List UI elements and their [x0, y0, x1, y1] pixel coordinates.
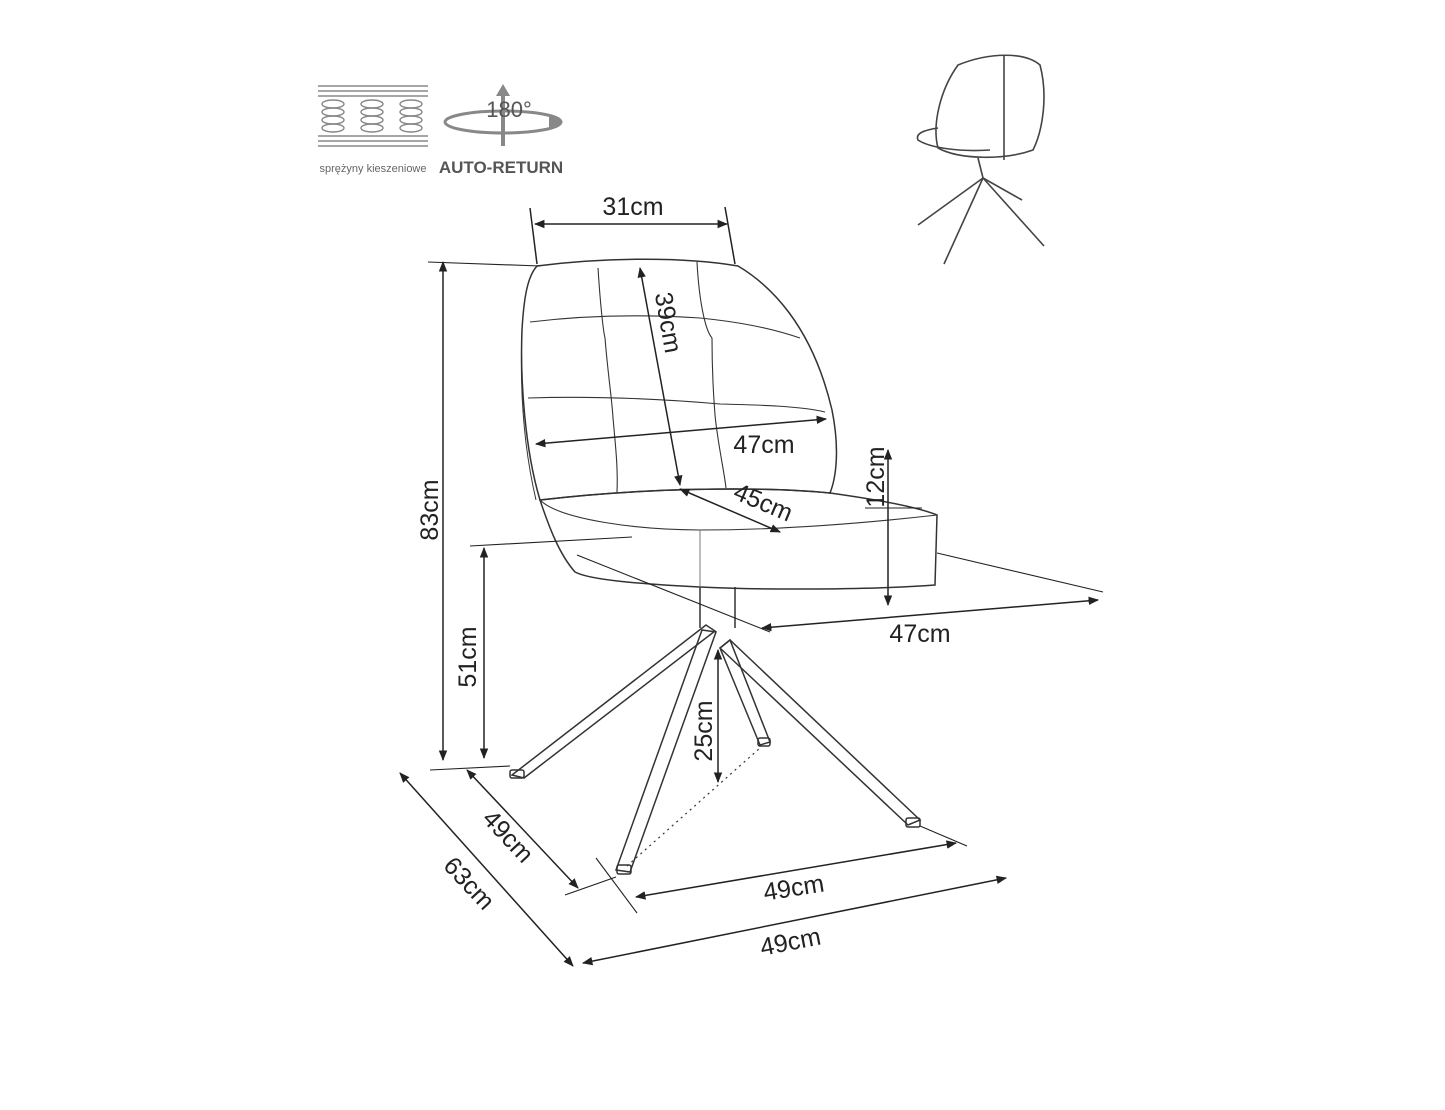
springs-caption: sprężyny kieszeniowe	[320, 163, 427, 175]
seat-width-label: 47cm	[889, 620, 950, 648]
pocket-springs-icon	[318, 85, 428, 147]
rotation-180-icon	[443, 84, 563, 146]
seat-height-label: 51cm	[454, 626, 482, 687]
backrest-top-width-label: 31cm	[602, 193, 663, 221]
total-height-label: 83cm	[416, 479, 444, 540]
base-width-label: 49cm	[761, 869, 826, 906]
seat-depth-label: 45cm	[730, 478, 797, 528]
frame-height-label: 25cm	[690, 700, 718, 761]
dimension-lines	[399, 206, 1104, 967]
rotation-degrees-label: 180°	[486, 97, 532, 122]
overall-depth-label: 63cm	[438, 852, 500, 916]
overall-width-label: 49cm	[758, 923, 823, 962]
auto-return-label: AUTO-RETURN	[439, 158, 563, 177]
backrest-width-label: 47cm	[733, 431, 794, 459]
seat-thickness-label: 12cm	[862, 446, 890, 507]
chair-back-view-icon	[916, 54, 1045, 265]
chair-outline	[509, 258, 938, 875]
